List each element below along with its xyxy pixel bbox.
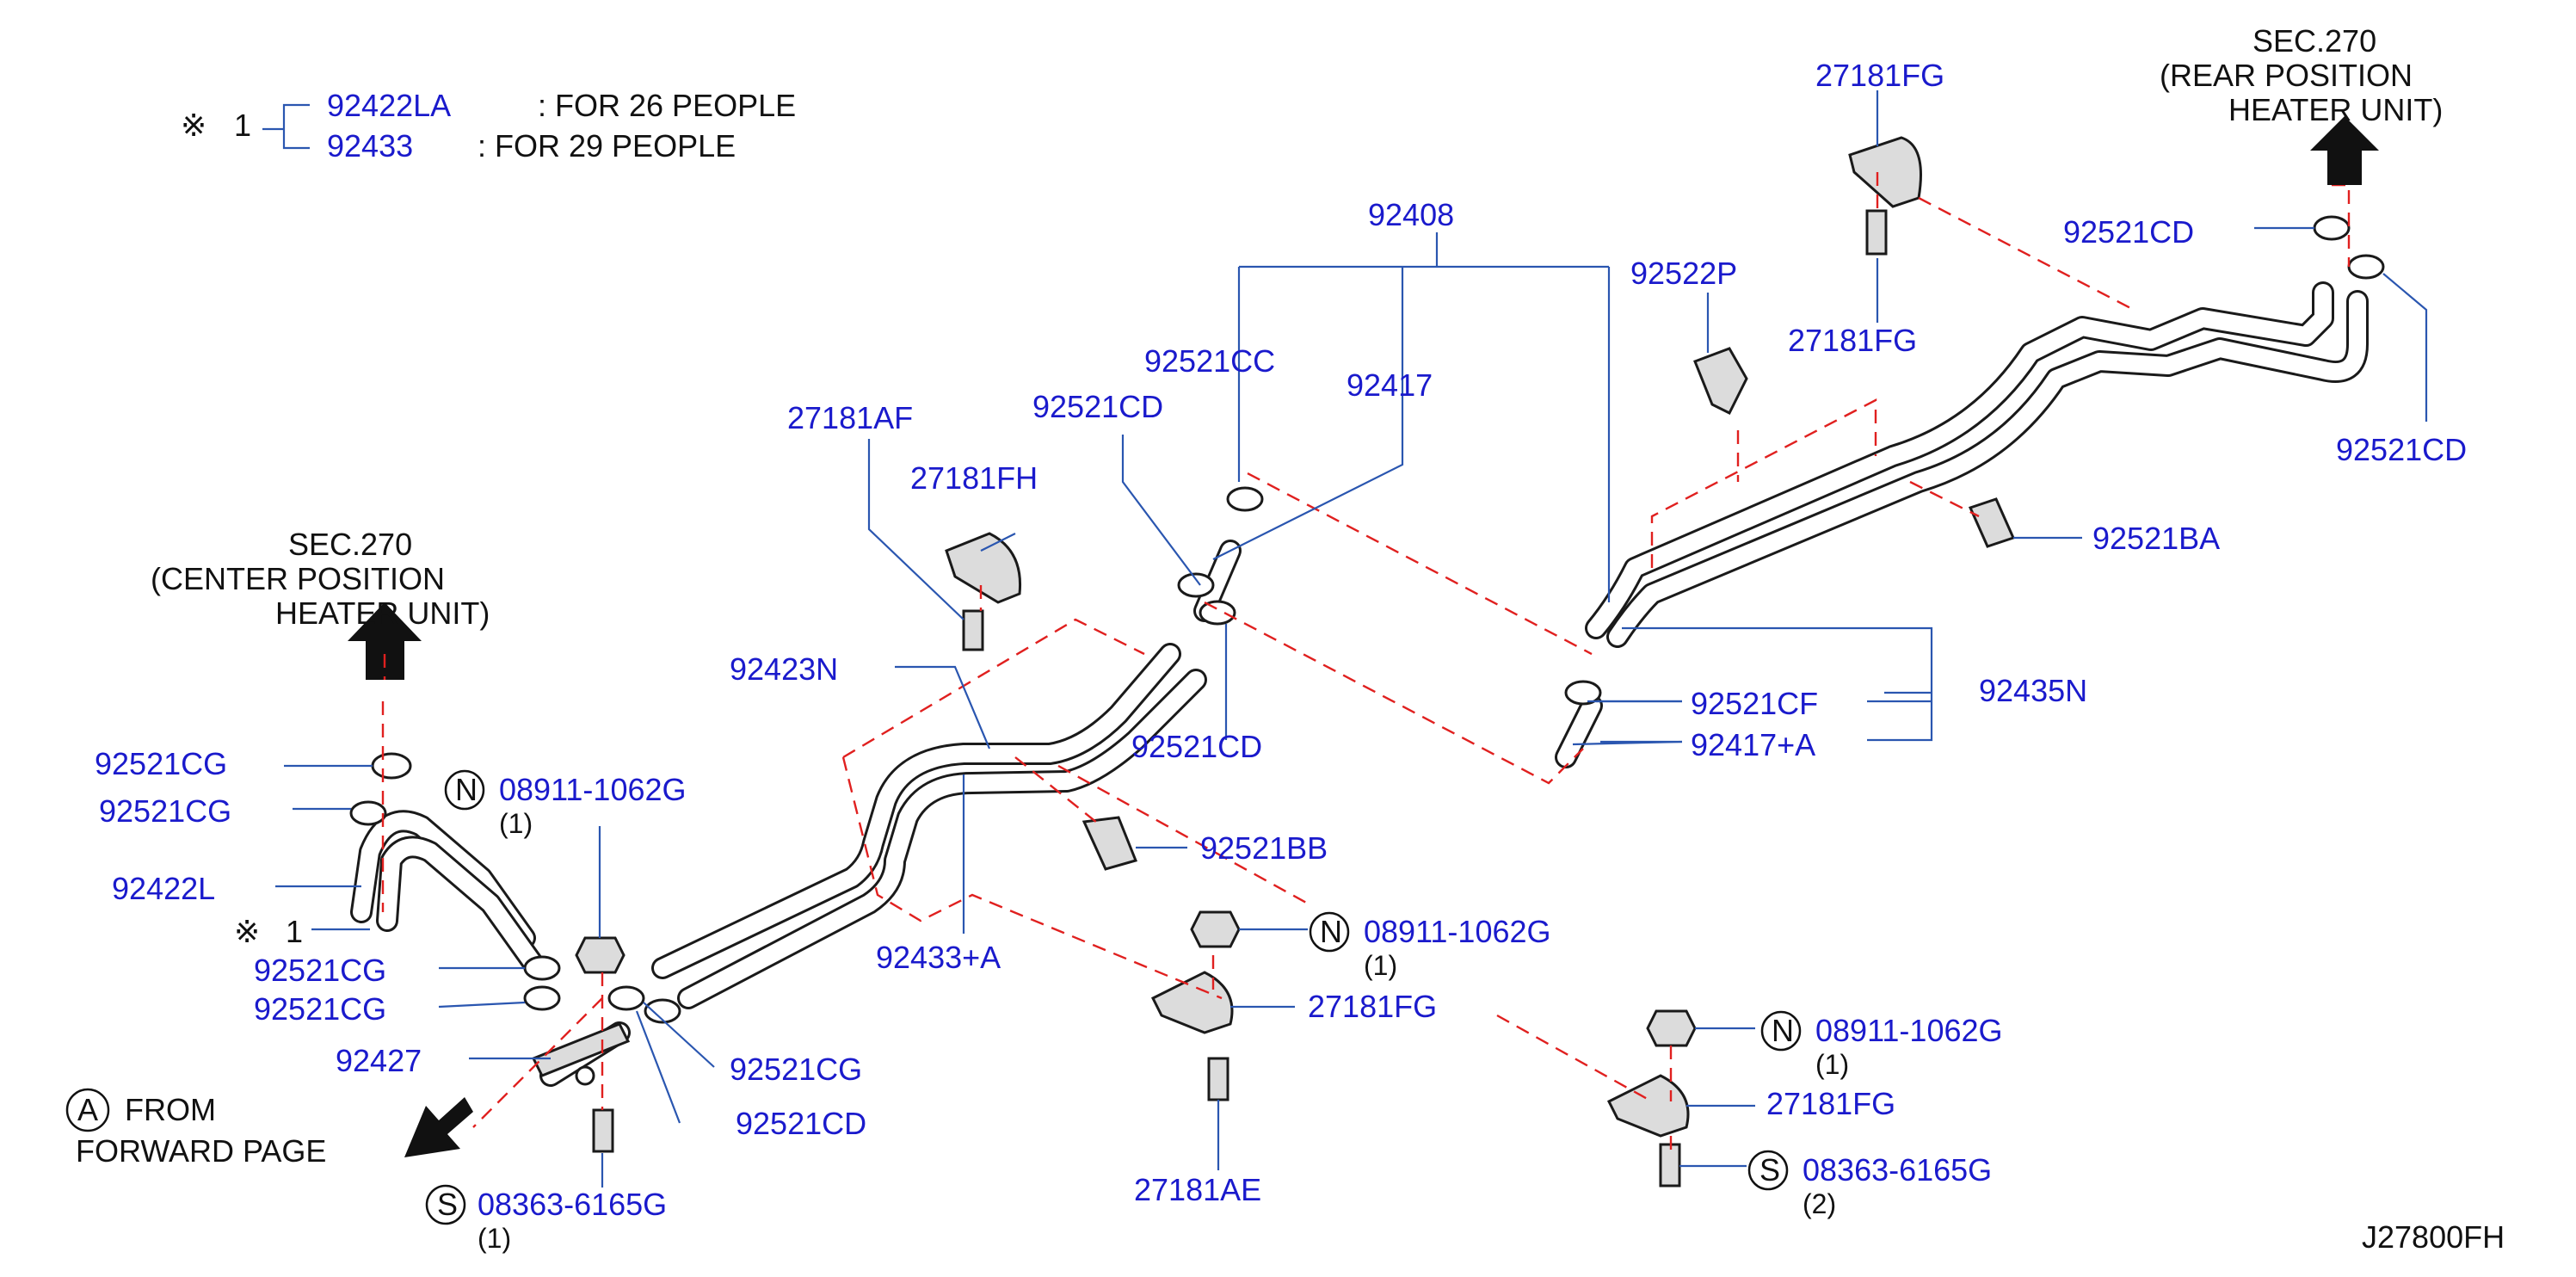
callout-n3-part: 08911-1062G bbox=[1815, 1013, 2003, 1048]
parts bbox=[349, 136, 2385, 1188]
label-92433a: 92433+A bbox=[876, 940, 1001, 975]
note-desc-1: : FOR 26 PEOPLE bbox=[538, 88, 796, 123]
label-92521cg-3: 92521CG bbox=[254, 953, 386, 988]
bracket-27181fg-d bbox=[1606, 1074, 1690, 1138]
callout-n2-part: 08911-1062G bbox=[1364, 914, 1551, 949]
nut-n3 bbox=[1646, 1009, 1697, 1047]
callout-n1-part: 08911-1062G bbox=[499, 772, 687, 807]
note-desc-2: : FOR 29 PEOPLE bbox=[478, 128, 736, 163]
bolt-s2 bbox=[1659, 1143, 1681, 1188]
pipe-assembly bbox=[350, 281, 2369, 1087]
callout-n2-badge bbox=[1309, 911, 1350, 953]
center-sec-line3: HEATER UNIT) bbox=[275, 595, 490, 631]
center-sec-line1: SEC.270 bbox=[288, 527, 412, 562]
arrows bbox=[348, 116, 2379, 1157]
label-92423n: 92423N bbox=[730, 651, 838, 687]
callout-s2-badge bbox=[1747, 1150, 1789, 1191]
callout-n3-qty: (1) bbox=[1815, 1049, 1849, 1080]
note-index: 1 bbox=[234, 108, 251, 143]
label-92417a: 92417+A bbox=[1691, 727, 1815, 762]
label-92521cg-4: 92521CG bbox=[254, 991, 386, 1027]
label-92521cg-1: 92521CG bbox=[95, 746, 227, 781]
label-92521cc: 92521CC bbox=[1144, 343, 1275, 379]
callout-n1-letter: N bbox=[455, 772, 478, 807]
label-27181ae: 27181AE bbox=[1134, 1172, 1261, 1207]
bracket-27181fg-c bbox=[1150, 971, 1234, 1034]
label-92521cg-5: 92521CG bbox=[730, 1052, 862, 1087]
nut-n1 bbox=[575, 936, 626, 974]
callout-s2-letter: S bbox=[1759, 1152, 1780, 1188]
diagram-code: J27800FH bbox=[2362, 1219, 2505, 1255]
band-clip-92521ba bbox=[1968, 497, 2016, 548]
callout-s1-letter: S bbox=[437, 1187, 458, 1222]
label-27181af: 27181AF bbox=[787, 400, 913, 435]
rear-sec-line2: (REAR POSITION bbox=[2160, 58, 2413, 93]
label-92521cd-a: 92521CD bbox=[1032, 389, 1163, 424]
callout-n1-badge bbox=[444, 769, 485, 811]
band-clip-92521bb bbox=[1082, 816, 1138, 871]
label-92521cf: 92521CF bbox=[1691, 686, 1818, 721]
arrow-up-center-icon bbox=[348, 602, 422, 680]
callout-n3-badge bbox=[1760, 1010, 1802, 1052]
bolt-27181af bbox=[962, 609, 984, 651]
callout-n1-qty: (1) bbox=[499, 808, 533, 839]
from-line1: FROM bbox=[125, 1092, 216, 1127]
callout-s2-part: 08363-6165G bbox=[1803, 1152, 1992, 1188]
note-symbol: ※ bbox=[181, 108, 206, 143]
label-92522p: 92522P bbox=[1630, 256, 1737, 291]
label-92408: 92408 bbox=[1368, 197, 1454, 232]
callout-s1-part: 08363-6165G bbox=[478, 1187, 667, 1222]
label-92521ba: 92521BA bbox=[2092, 521, 2220, 556]
label-27181fg-top: 27181FG bbox=[1815, 58, 1944, 93]
callout-s1-badge bbox=[425, 1184, 466, 1225]
label-92427: 92427 bbox=[336, 1043, 422, 1078]
from-badge bbox=[65, 1088, 110, 1132]
arrow-down-left-icon bbox=[404, 1097, 473, 1157]
star-symbol: ※ bbox=[234, 914, 260, 949]
center-sec-line2: (CENTER POSITION bbox=[151, 561, 445, 596]
label-92422l: 92422L bbox=[112, 871, 215, 906]
from-line2: FORWARD PAGE bbox=[76, 1133, 326, 1169]
label-92521cd-b: 92521CD bbox=[1131, 729, 1262, 764]
bolt-s1 bbox=[592, 1108, 614, 1153]
label-92521cd-rt1: 92521CD bbox=[2063, 214, 2194, 250]
nut-n2 bbox=[1190, 910, 1241, 948]
callout-s1-qty: (1) bbox=[478, 1223, 511, 1254]
callout-s2-qty: (2) bbox=[1803, 1188, 1836, 1219]
bracket-27181fg-top bbox=[1848, 136, 1922, 208]
label-27181fg-d: 27181FG bbox=[1766, 1086, 1895, 1121]
label-92435n: 92435N bbox=[1979, 673, 2087, 708]
callout-n2-letter: N bbox=[1320, 914, 1342, 949]
label-92521cd-c: 92521CD bbox=[736, 1106, 866, 1141]
label-27181fh: 27181FH bbox=[910, 460, 1038, 496]
label-92417: 92417 bbox=[1347, 367, 1433, 403]
rear-sec-line3: HEATER UNIT) bbox=[2228, 92, 2443, 127]
note-part-2: 92433 bbox=[327, 128, 413, 163]
note-part-1: 92422LA bbox=[327, 88, 451, 123]
bracket-27181fh bbox=[945, 532, 1022, 604]
label-92521bb: 92521BB bbox=[1200, 830, 1328, 866]
rear-sec-line1: SEC.270 bbox=[2252, 23, 2376, 59]
bolt-27181fg-top bbox=[1865, 209, 1888, 256]
label-27181fg-mid: 27181FG bbox=[1788, 323, 1917, 358]
label-27181fg-c: 27181FG bbox=[1308, 989, 1437, 1024]
from-letter: A bbox=[77, 1092, 98, 1127]
callout-n2-qty: (1) bbox=[1364, 950, 1397, 981]
arrow-up-rear-icon bbox=[2310, 116, 2379, 185]
callout-n3-letter: N bbox=[1772, 1013, 1794, 1048]
dashed-lines bbox=[381, 172, 2351, 1153]
clip-92522p bbox=[1693, 347, 1748, 416]
label-92521cg-2: 92521CG bbox=[99, 793, 231, 829]
label-92521cd-rt2: 92521CD bbox=[2336, 432, 2467, 467]
leader-lines bbox=[262, 90, 2428, 1188]
bolt-27181ae bbox=[1207, 1057, 1229, 1101]
star-index: 1 bbox=[286, 914, 303, 949]
